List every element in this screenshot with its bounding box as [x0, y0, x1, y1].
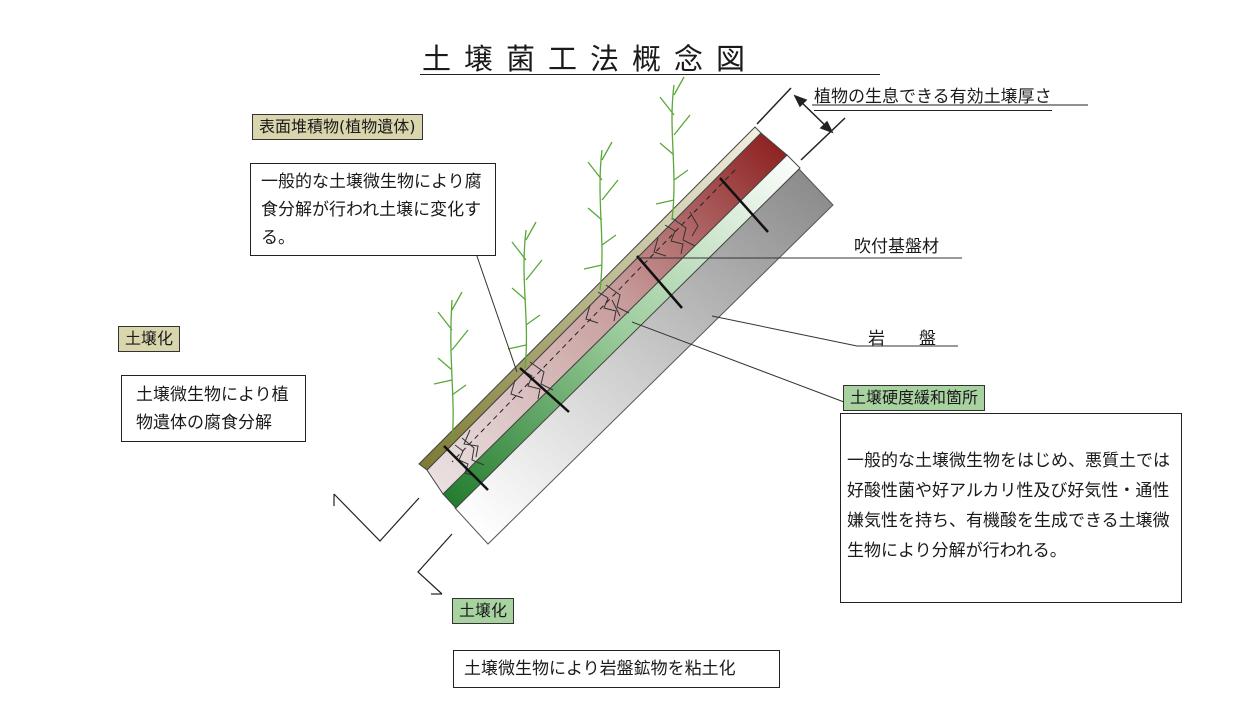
effective-thickness-label: 植物の生息できる有効土壌厚さ [814, 86, 1052, 111]
leader-lines [469, 235, 962, 403]
soilification-left-tag: 土壌化 [118, 326, 181, 352]
acid-microbes-box: 一般的な土壌微生物をはじめ、悪質土では好酸性菌や好アルカリ性及び好気性・通性嫌気… [840, 413, 1182, 603]
surface-deposit-tag: 表面堆積物(植物遺体) [252, 114, 423, 140]
soilification-bottom-tag: 土壌化 [452, 598, 515, 624]
thickness-dimension [756, 87, 1088, 161]
direction-arrows [333, 493, 453, 595]
bedrock-minerals-box: 土壌微生物により岩盤鉱物を粘土化 [453, 650, 780, 688]
page-title: 土壌菌工法概念図 [422, 42, 759, 76]
spray-base-label: 吹付基盤材 [854, 237, 939, 257]
title-underline [420, 74, 880, 75]
dashed-guide [451, 169, 736, 463]
plant-remains-box: 土壌微生物により植物遺体の腐食分解 [121, 375, 306, 442]
roots [454, 211, 699, 477]
hardness-relief-tag: 土壌硬度緩和箇所 [843, 385, 986, 411]
surface-deposit-layer [418, 126, 762, 471]
plants [433, 76, 691, 441]
cross-markers [443, 177, 769, 491]
general-decomposition-box: 一般的な土壌微生物により腐食分解が行われ土壌に変化する。 [250, 163, 496, 256]
bedrock-label: 岩 盤 [868, 329, 936, 349]
